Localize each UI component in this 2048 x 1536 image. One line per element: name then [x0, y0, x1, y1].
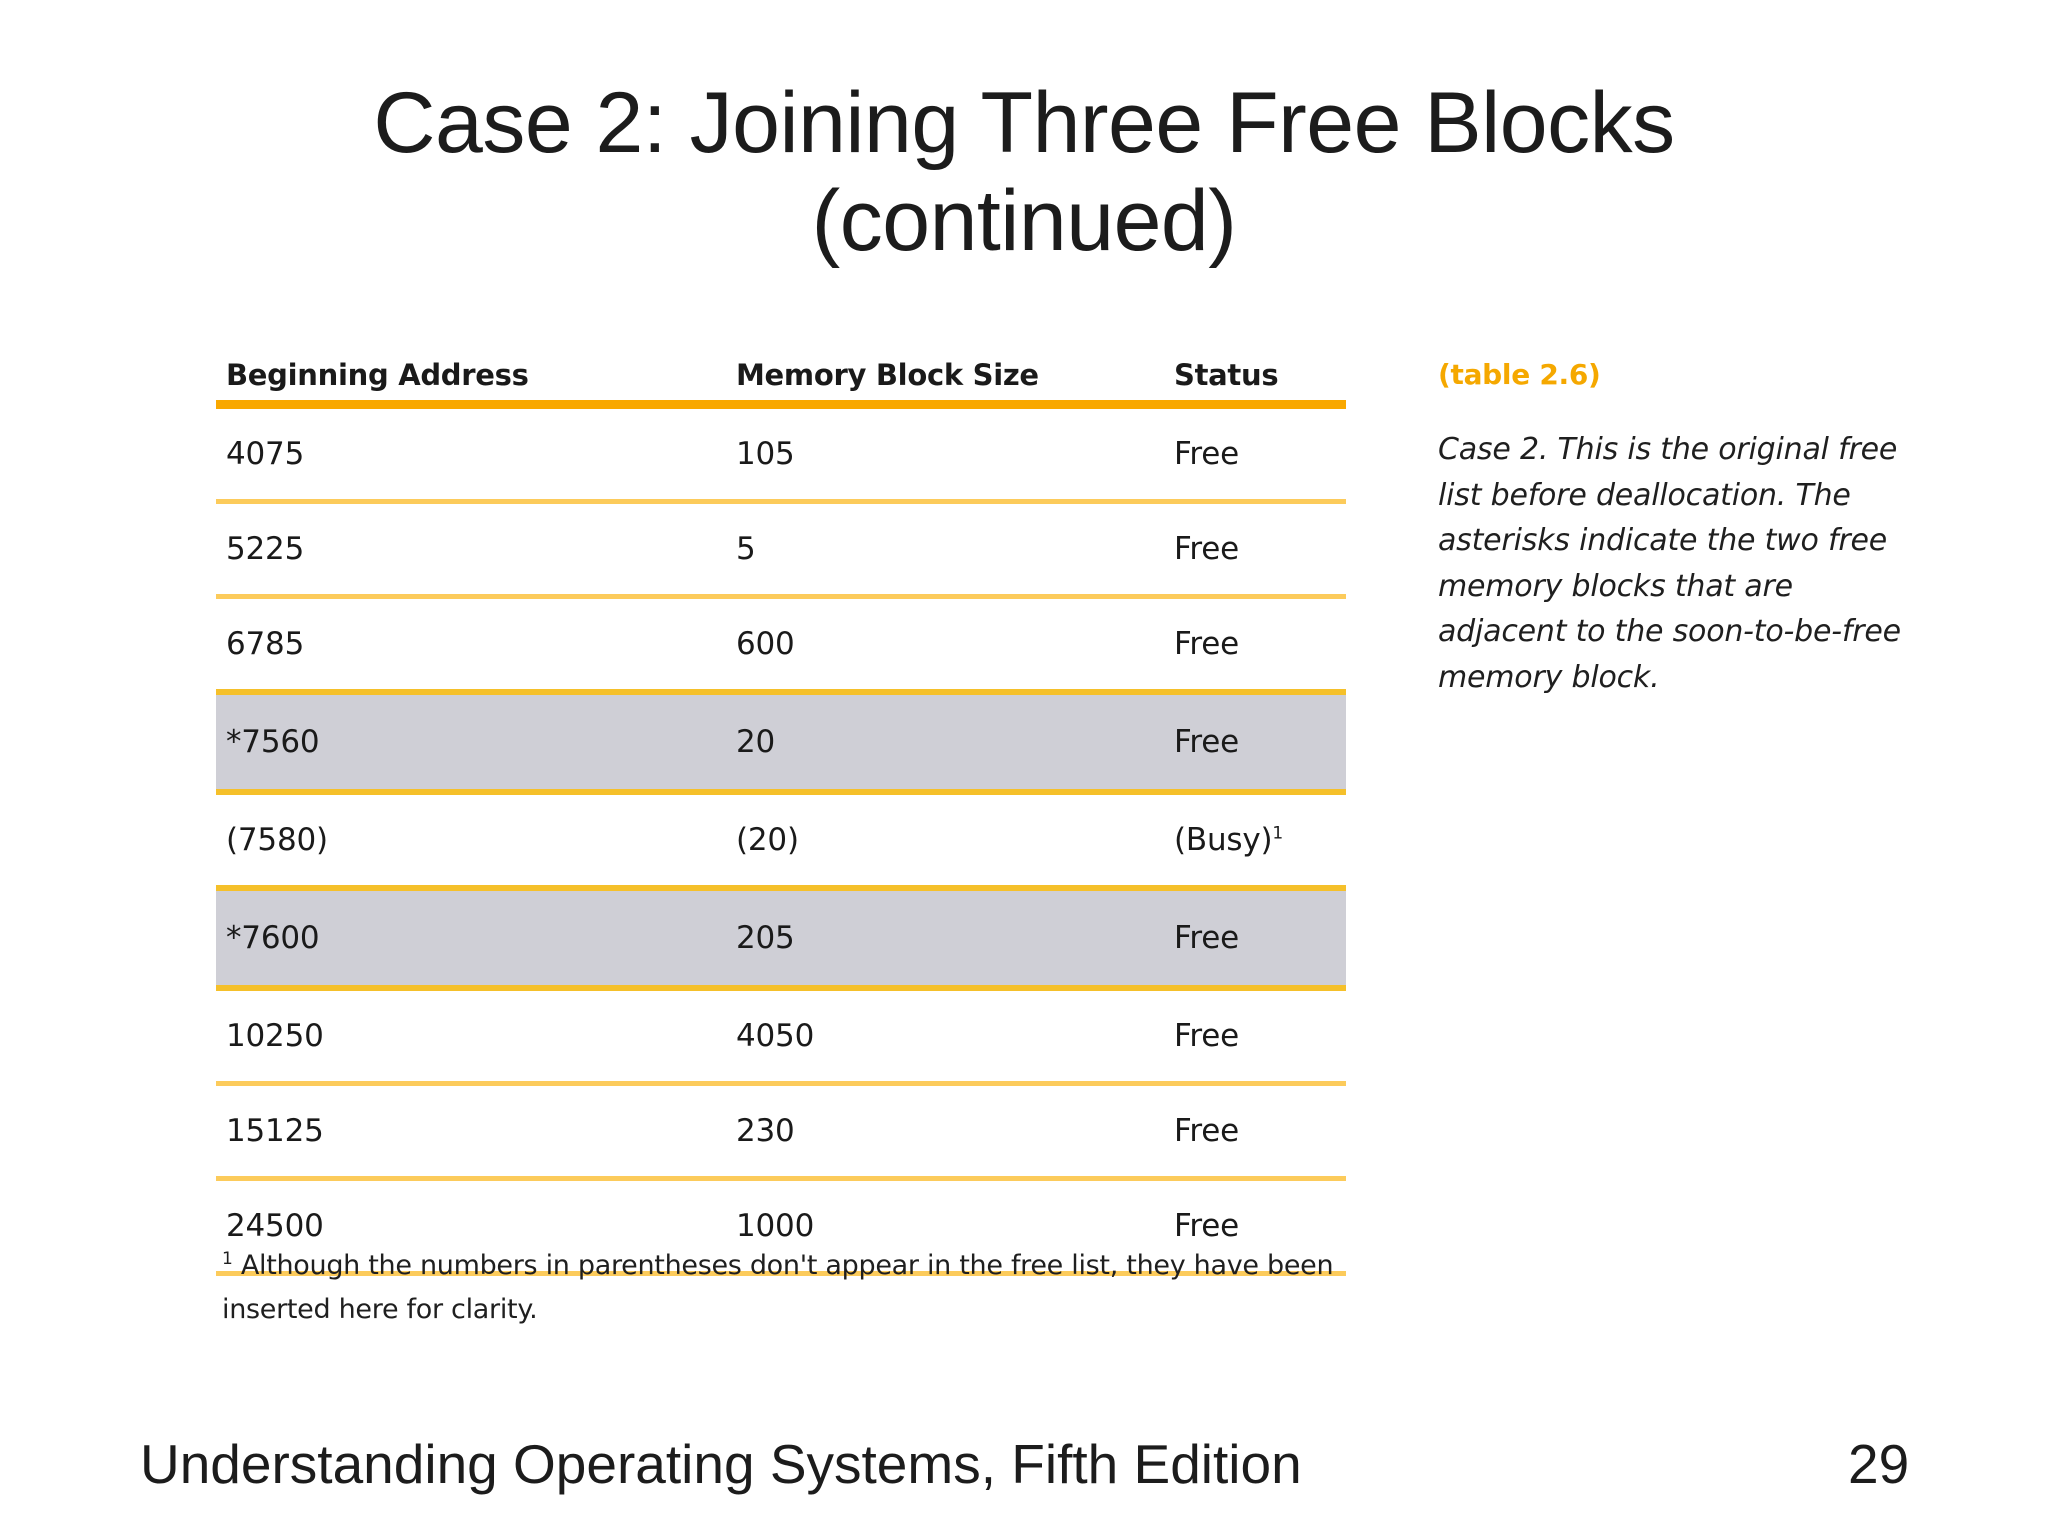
free-list-table: Beginning Address Memory Block Size Stat… [216, 358, 1346, 1276]
table-row: 4075 105 Free [216, 405, 1346, 502]
table-row: 5225 5 Free [216, 502, 1346, 597]
cell-memory-block-size: 20 [736, 724, 776, 760]
cell-status: Free [1156, 405, 1346, 502]
footer-page-number: 29 [1848, 1433, 1910, 1495]
footer-book-title: Understanding Operating Systems, Fifth E… [140, 1433, 1302, 1495]
status-label: Free [1174, 724, 1239, 760]
cell-beginning-address: 5225 [226, 531, 305, 567]
cell-memory-block-size: 4050 [736, 1018, 815, 1054]
cell-memory-block-size: 600 [736, 626, 795, 662]
cell-memory-block-size: 205 [736, 920, 795, 956]
cell-status: (Busy)1 [1156, 792, 1346, 888]
table-row: *7600 205 Free [216, 888, 1346, 988]
table-footnote: 1 Although the numbers in parentheses do… [222, 1244, 1352, 1331]
page-title-line-1: Case 2: Joining Three Free Blocks [373, 75, 1675, 171]
cell-status: Free [1156, 1179, 1346, 1274]
cell-beginning-address: 6785 [226, 626, 305, 662]
status-label: Free [1174, 531, 1239, 567]
cell-memory-block-size: (20) [736, 822, 799, 858]
cell-beginning-address: 15125 [226, 1113, 324, 1149]
cell-memory-block-size: 5 [736, 531, 756, 567]
status-label: (Busy) [1174, 822, 1273, 858]
table-row: 15125 230 Free [216, 1084, 1346, 1179]
table-caption: (table 2.6) Case 2. This is the original… [1438, 358, 1908, 701]
table-row: 24500 1000 Free [216, 1179, 1346, 1274]
footnote-marker: 1 [222, 1249, 233, 1269]
status-label: Free [1174, 1018, 1239, 1054]
cell-status: Free [1156, 988, 1346, 1084]
cell-memory-block-size: 230 [736, 1113, 795, 1149]
free-list-table-container: Beginning Address Memory Block Size Stat… [216, 358, 1346, 1276]
caption-body: Case 2. This is the original free list b… [1438, 432, 1901, 695]
cell-beginning-address: 24500 [226, 1208, 324, 1244]
cell-memory-block-size: 1000 [736, 1208, 815, 1244]
cell-status: Free [1156, 692, 1346, 792]
status-footnote-marker: 1 [1272, 823, 1284, 844]
cell-status: Free [1156, 888, 1346, 988]
cell-beginning-address: (7580) [226, 822, 328, 858]
table-row: 10250 4050 Free [216, 988, 1346, 1084]
table-header-row: Beginning Address Memory Block Size Stat… [216, 358, 1346, 405]
cell-status: Free [1156, 1084, 1346, 1179]
status-label: Free [1174, 920, 1239, 956]
table-row: (7580) (20) (Busy)1 [216, 792, 1346, 888]
cell-status: Free [1156, 597, 1346, 693]
cell-beginning-address: *7560 [226, 724, 320, 760]
status-label: Free [1174, 626, 1239, 662]
table-row: *7560 20 Free [216, 692, 1346, 792]
cell-beginning-address: 4075 [226, 436, 305, 472]
status-label: Free [1174, 436, 1239, 472]
cell-beginning-address: 10250 [226, 1018, 324, 1054]
page-title: Case 2: Joining Three Free Blocks (conti… [0, 74, 2048, 270]
column-header-beginning-address: Beginning Address [226, 358, 529, 392]
footnote-text: Although the numbers in parentheses don'… [222, 1250, 1334, 1325]
status-label: Free [1174, 1208, 1239, 1244]
table-header: Beginning Address Memory Block Size Stat… [216, 358, 1346, 405]
cell-memory-block-size: 105 [736, 436, 795, 472]
column-header-status: Status [1174, 358, 1279, 392]
table-row: 6785 600 Free [216, 597, 1346, 693]
caption-label: (table 2.6) [1438, 358, 1601, 391]
cell-status: Free [1156, 502, 1346, 597]
column-header-memory-block-size: Memory Block Size [736, 358, 1039, 392]
status-label: Free [1174, 1113, 1239, 1149]
page-title-line-2: (continued) [811, 173, 1237, 270]
cell-beginning-address: *7600 [226, 920, 320, 956]
